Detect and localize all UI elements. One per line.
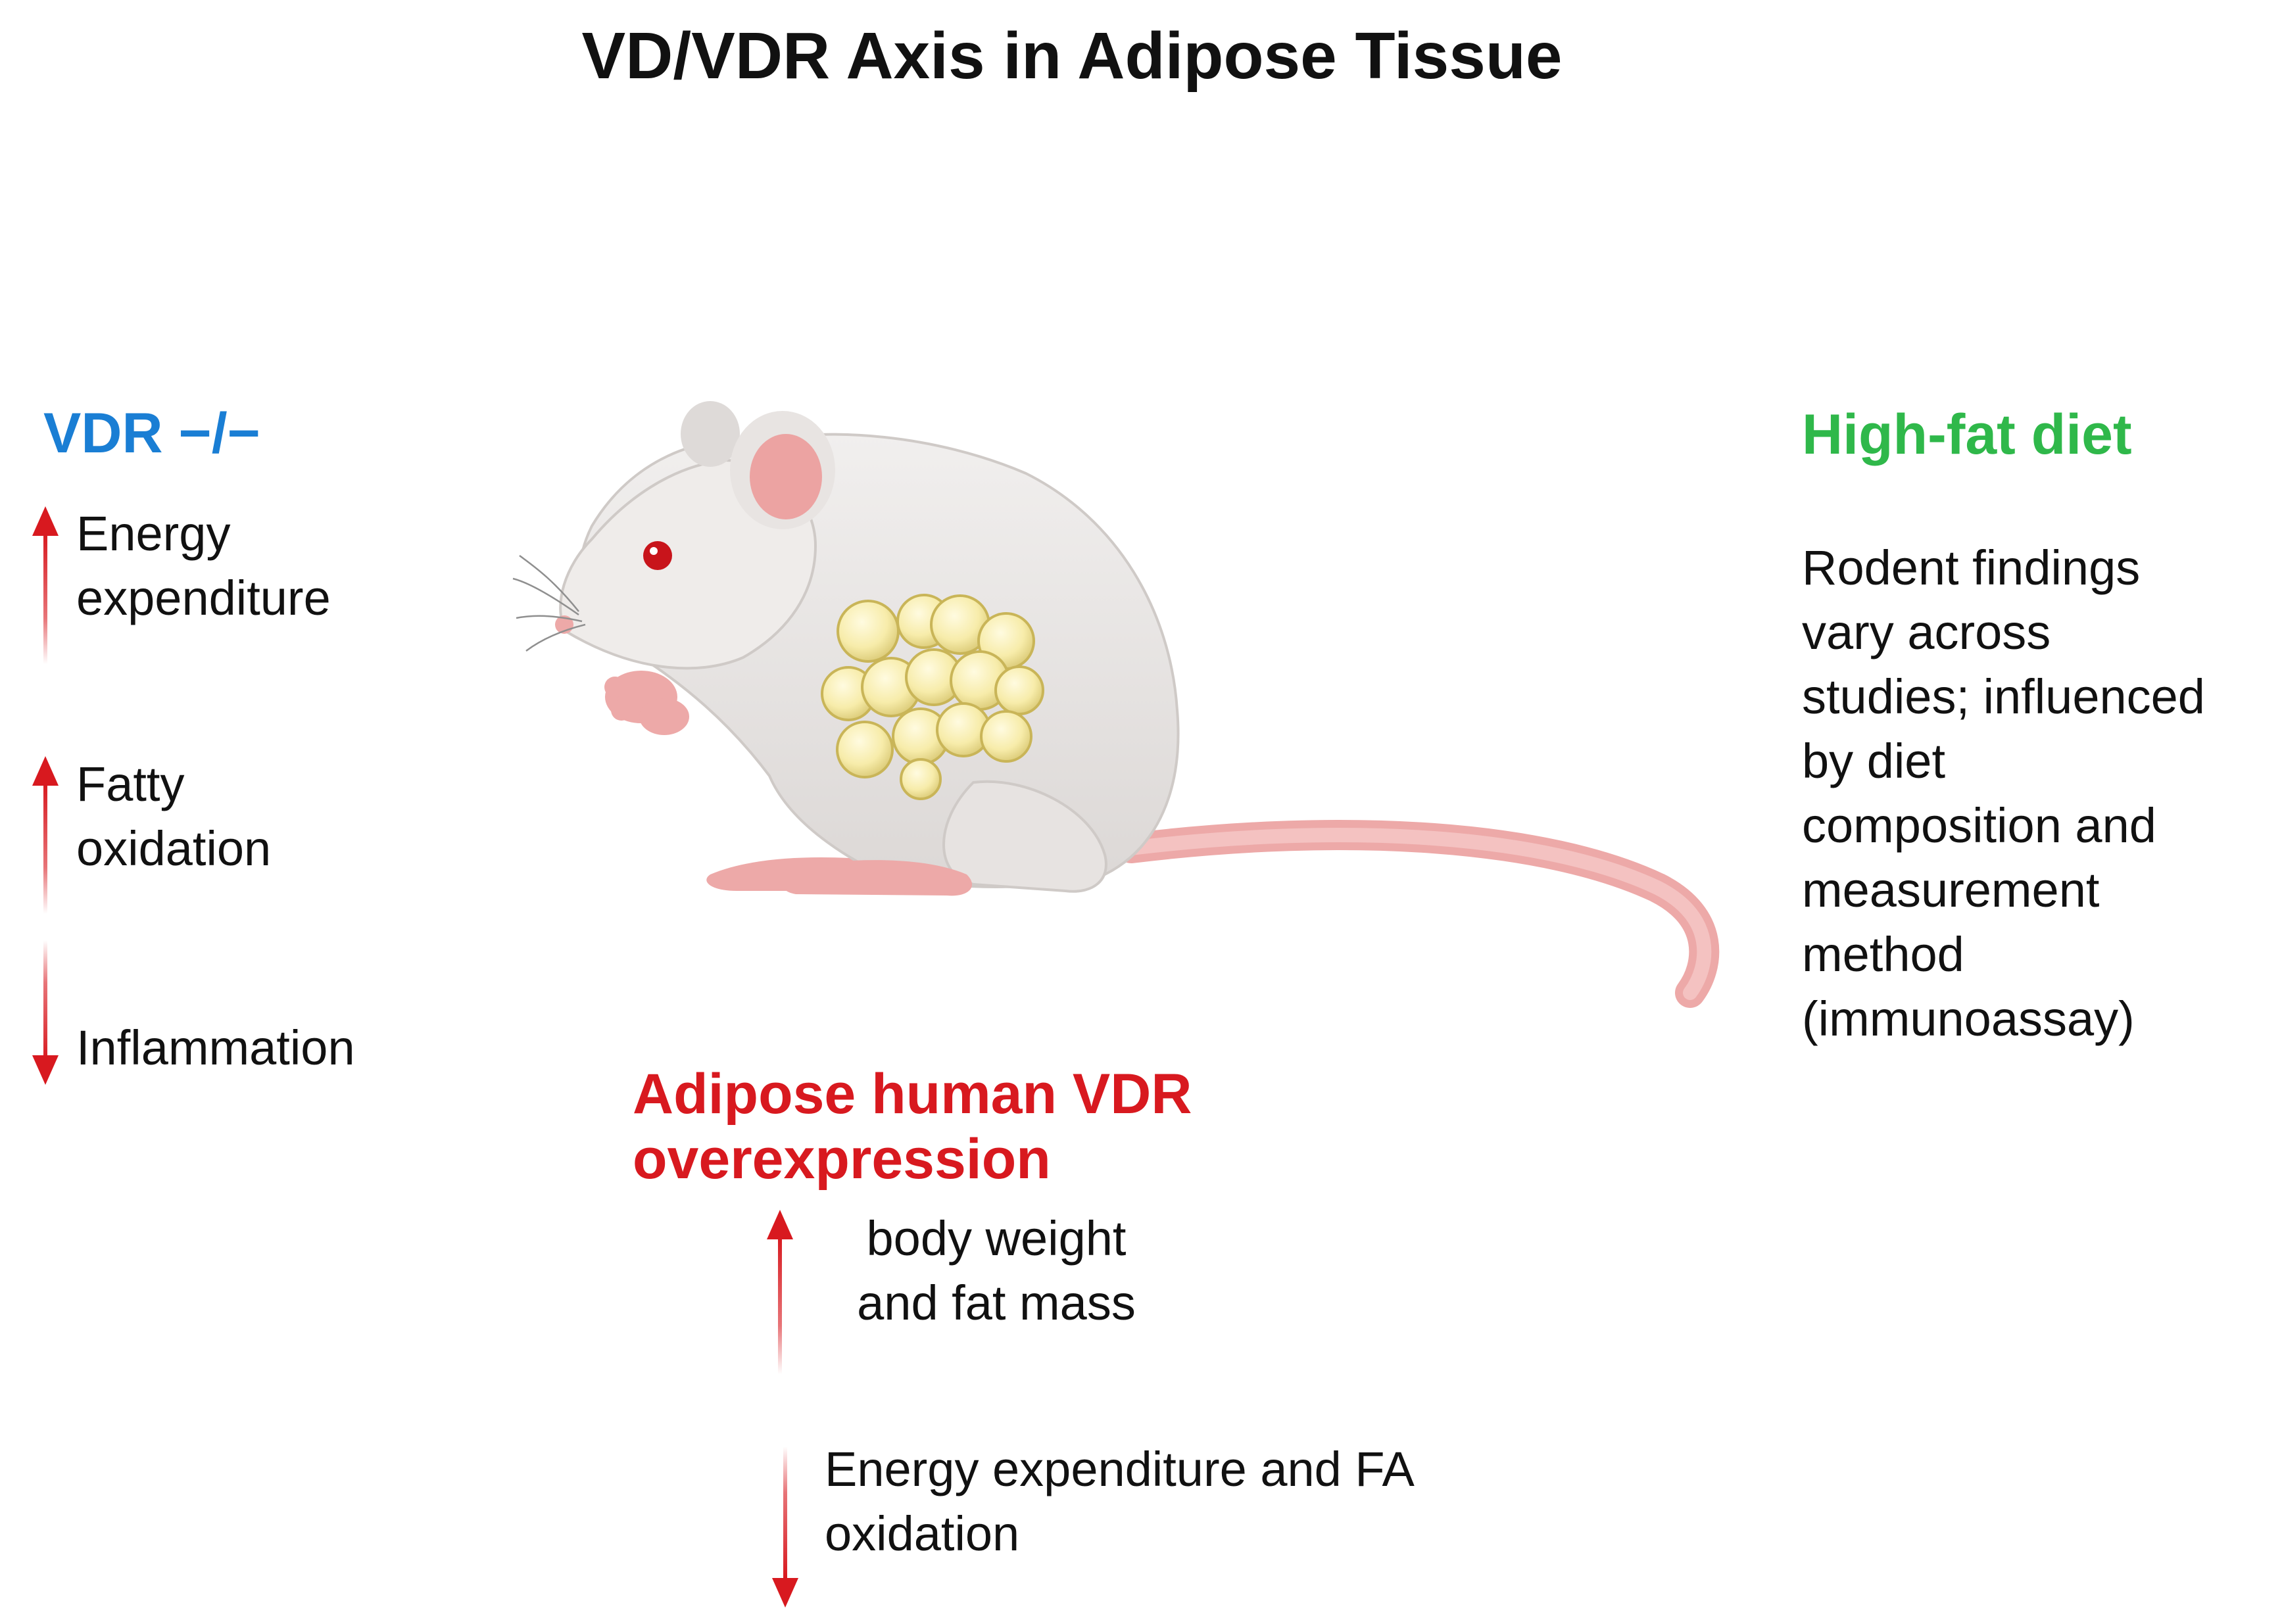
vdr-knockout-heading: VDR −/− <box>43 402 260 465</box>
bottom-arrow-up-body-weight <box>767 1210 793 1374</box>
mouse-whiskers <box>512 554 586 652</box>
left-arrow-down-inflammation <box>32 940 59 1085</box>
mouse-ear-back <box>681 401 740 467</box>
left-item-energy-expenditure: Energy expenditure <box>76 506 331 625</box>
adipose-tissue-cluster <box>821 594 1044 800</box>
left-item-inflammation: Inflammation <box>76 1020 355 1075</box>
bottom-item-energy-fa-oxidation: Energy expenditure and FA oxidation <box>825 1442 1415 1561</box>
bottom-item-body-weight: body weight and fat mass <box>857 1211 1136 1330</box>
high-fat-diet-heading: High-fat diet <box>1802 403 2132 466</box>
mouse-eye <box>643 541 672 570</box>
diagram-title: VD/VDR Axis in Adipose Tissue <box>581 19 1563 93</box>
mouse-front-paw <box>604 671 689 735</box>
bottom-arrow-down-energy-fa <box>772 1446 798 1608</box>
overexpression-heading: Adipose human VDR overexpression <box>633 1063 1192 1191</box>
left-item-fatty-oxidation: Fatty oxidation <box>76 757 272 876</box>
left-arrow-up-fatty <box>32 756 59 914</box>
left-arrow-up-energy <box>32 506 59 664</box>
mouse-hind-leg <box>942 780 1107 893</box>
high-fat-diet-text: Rodent findings vary across studies; inf… <box>1802 540 2205 1046</box>
mouse-icon <box>512 401 1720 1008</box>
mouse-tail <box>1116 820 1720 1008</box>
